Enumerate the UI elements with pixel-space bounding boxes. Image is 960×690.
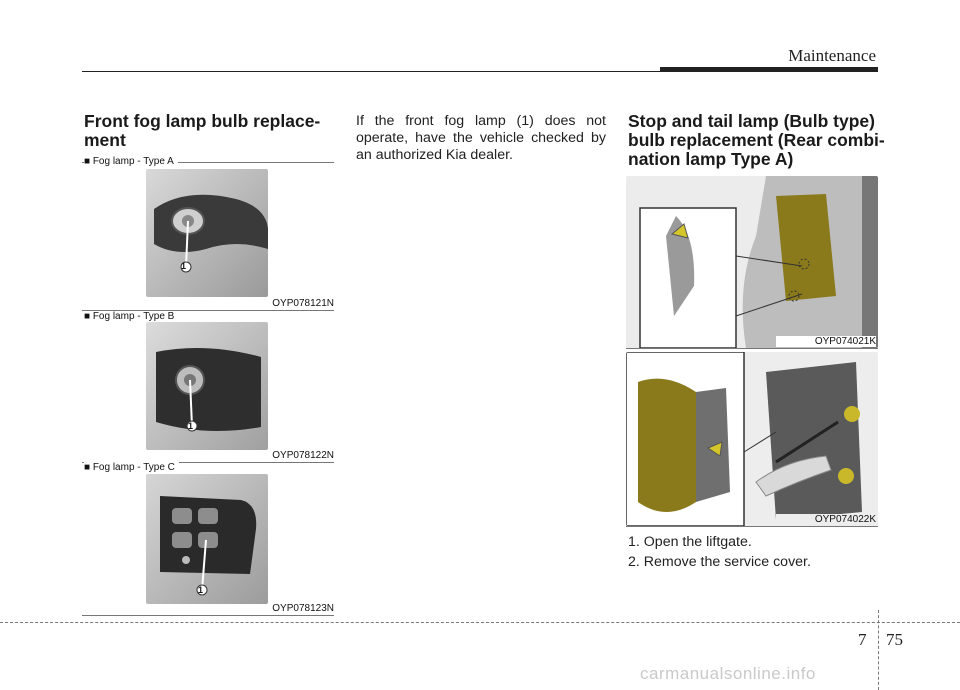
figure-code: OYP078121N <box>272 298 334 309</box>
figure-code: OYP074022K <box>776 514 876 525</box>
watermark: carmanualsonline.info <box>640 664 816 683</box>
figure-label: ■ Fog lamp - Type C <box>84 462 179 473</box>
figure-rule <box>82 162 334 163</box>
fog-lamp-type-a-photo <box>146 169 268 297</box>
figure-label: ■ Fog lamp - Type A <box>84 156 178 167</box>
fog-lamp-heading: Front fog lamp bulb replace- ment <box>84 111 321 150</box>
fog-lamp-instruction: If the front fog lamp (1) does not opera… <box>356 113 606 163</box>
callout-number: 1 <box>198 585 204 595</box>
figure-rule <box>82 310 334 311</box>
callout-number: 1 <box>181 261 187 271</box>
stop-tail-lamp-heading: Stop and tail lamp (Bulb type) bulb repl… <box>628 111 885 169</box>
liftgate-open-photo <box>626 176 878 348</box>
fog-lamp-type-c-photo <box>146 474 268 604</box>
callout-number: 1 <box>188 421 194 431</box>
figure-code: OYP074021K <box>776 336 876 347</box>
figure-rule <box>82 462 334 463</box>
figure-label: ■ Fog lamp - Type B <box>84 311 179 322</box>
fog-lamp-type-b-photo <box>146 322 268 450</box>
header-rule <box>82 71 662 72</box>
figure-code: OYP078123N <box>272 603 334 614</box>
footer-rule <box>0 622 960 623</box>
step-item: 1. Open the liftgate. <box>628 534 752 550</box>
page-number: 75 <box>886 630 903 649</box>
header-rule-bold <box>660 67 878 72</box>
lamp-removal-photo <box>626 352 878 526</box>
section-title: Maintenance <box>788 46 876 65</box>
figure-rule <box>626 526 878 527</box>
footer-divider <box>878 610 879 690</box>
figure-rule <box>82 615 334 616</box>
figure-code: OYP078122N <box>272 450 334 461</box>
chapter-number: 7 <box>858 630 867 649</box>
figure-rule <box>626 348 878 349</box>
step-item: 2. Remove the service cover. <box>628 554 811 570</box>
